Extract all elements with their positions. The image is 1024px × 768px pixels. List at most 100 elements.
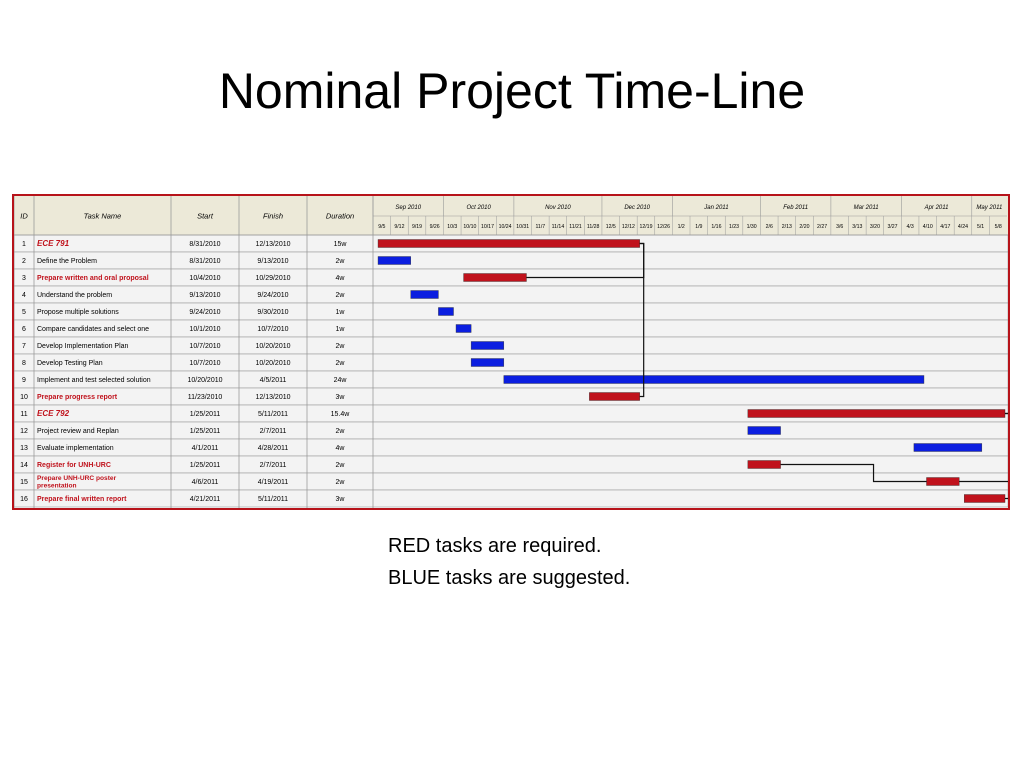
task-start: 10/20/2010	[187, 377, 222, 384]
task-name: ECE 791	[37, 239, 70, 248]
task-id: 9	[22, 377, 26, 384]
task-bar-16	[964, 494, 1006, 503]
task-start: 1/25/2011	[190, 428, 221, 435]
task-finish: 9/24/2010	[257, 292, 288, 299]
week-label: 10/17	[481, 224, 494, 230]
month-label: Dec 2010	[624, 205, 650, 211]
task-id: 8	[22, 360, 26, 367]
week-label: 11/28	[587, 224, 600, 230]
week-label: 11/14	[552, 224, 565, 230]
task-bar-3	[463, 273, 527, 282]
task-id: 5	[22, 309, 26, 316]
task-id: 7	[22, 343, 26, 350]
week-label: 12/5	[606, 224, 616, 230]
task-duration: 2w	[336, 292, 346, 299]
week-label: 12/19	[639, 224, 652, 230]
header-background	[14, 196, 1008, 235]
column-header-finish: Finish	[263, 212, 283, 221]
task-start: 8/31/2010	[189, 241, 220, 248]
table-row	[14, 319, 1008, 338]
table-row	[14, 472, 1008, 491]
task-start: 10/7/2010	[189, 343, 220, 350]
task-id: 6	[22, 326, 26, 333]
month-label: Mar 2011	[854, 205, 879, 211]
task-finish: 9/30/2010	[257, 309, 288, 316]
task-name: Develop Testing Plan	[37, 360, 103, 367]
column-header-id: ID	[20, 212, 28, 221]
week-label: 2/20	[799, 224, 809, 230]
task-start: 9/24/2010	[189, 309, 220, 316]
week-label: 1/16	[711, 224, 721, 230]
task-finish: 2/7/2011	[260, 462, 287, 469]
task-name: Prepare progress report	[37, 394, 118, 401]
week-label: 10/3	[447, 224, 457, 230]
week-label: 2/27	[817, 224, 827, 230]
week-label: 10/10	[463, 224, 476, 230]
task-duration: 4w	[336, 275, 346, 282]
task-id: 12	[20, 428, 28, 435]
table-row	[14, 353, 1008, 372]
task-finish: 10/7/2010	[257, 326, 288, 333]
task-finish: 5/11/2011	[258, 411, 288, 418]
week-label: 4/3	[907, 224, 914, 230]
task-name: Register for UNH-URC	[37, 462, 111, 469]
table-row	[14, 489, 1008, 508]
task-start: 11/23/2010	[188, 394, 223, 401]
month-label: Oct 2010	[466, 205, 491, 211]
week-label: 5/1	[977, 224, 984, 230]
task-bar-13	[913, 443, 983, 452]
task-start: 10/1/2010	[189, 326, 220, 333]
task-name: Develop Implementation Plan	[37, 343, 129, 350]
task-duration: 1w	[336, 326, 346, 333]
month-label: Jan 2011	[703, 205, 728, 211]
week-label: 1/23	[729, 224, 739, 230]
task-id: 15	[20, 479, 28, 486]
note-suggested: BLUE tasks are suggested.	[388, 567, 631, 589]
task-duration: 2w	[336, 360, 346, 367]
task-start: 10/4/2010	[189, 275, 220, 282]
task-bar-10	[589, 392, 640, 401]
month-label: Sep 2010	[395, 205, 421, 211]
week-label: 4/10	[923, 224, 933, 230]
month-label: Apr 2011	[924, 205, 949, 211]
task-start: 1/25/2011	[190, 462, 221, 469]
task-duration: 24w	[334, 377, 348, 384]
week-label: 3/20	[870, 224, 880, 230]
task-start: 1/25/2011	[190, 411, 221, 418]
week-label: 11/21	[569, 224, 582, 230]
week-label: 3/6	[836, 224, 843, 230]
task-name: ECE 792	[37, 409, 70, 418]
task-bar-4	[410, 290, 439, 299]
task-start: 8/31/2010	[189, 258, 220, 265]
column-header-start: Start	[197, 212, 214, 221]
task-finish: 4/19/2011	[258, 479, 289, 486]
week-label: 10/31	[516, 224, 529, 230]
task-finish: 10/20/2010	[255, 343, 290, 350]
week-label: 1/30	[747, 224, 757, 230]
month-label: May 2011	[976, 205, 1002, 211]
task-finish: 10/20/2010	[255, 360, 290, 367]
task-bar-1	[377, 239, 640, 248]
week-label: 5/8	[995, 224, 1002, 230]
task-duration: 2w	[336, 343, 346, 350]
task-id: 10	[20, 394, 28, 401]
legend-notes: RED tasks are required. BLUE tasks are s…	[388, 530, 630, 594]
task-finish: 9/13/2010	[257, 258, 288, 265]
task-bar-7	[470, 341, 505, 350]
week-label: 2/6	[766, 224, 773, 230]
week-label: 10/24	[499, 224, 512, 230]
dependency-link	[1005, 412, 1008, 500]
task-id: 1	[22, 241, 26, 248]
task-name: Prepare final written report	[37, 496, 127, 503]
task-id: 14	[20, 462, 28, 469]
month-label: Nov 2010	[545, 205, 571, 211]
task-start: 9/13/2010	[189, 292, 220, 299]
task-id: 4	[22, 292, 26, 299]
task-finish: 12/13/2010	[255, 241, 290, 248]
task-bar-5	[438, 307, 454, 316]
column-header-duration: Duration	[326, 212, 354, 221]
week-label: 1/2	[678, 224, 685, 230]
task-bar-6	[455, 324, 472, 333]
task-finish: 5/11/2011	[258, 496, 288, 503]
